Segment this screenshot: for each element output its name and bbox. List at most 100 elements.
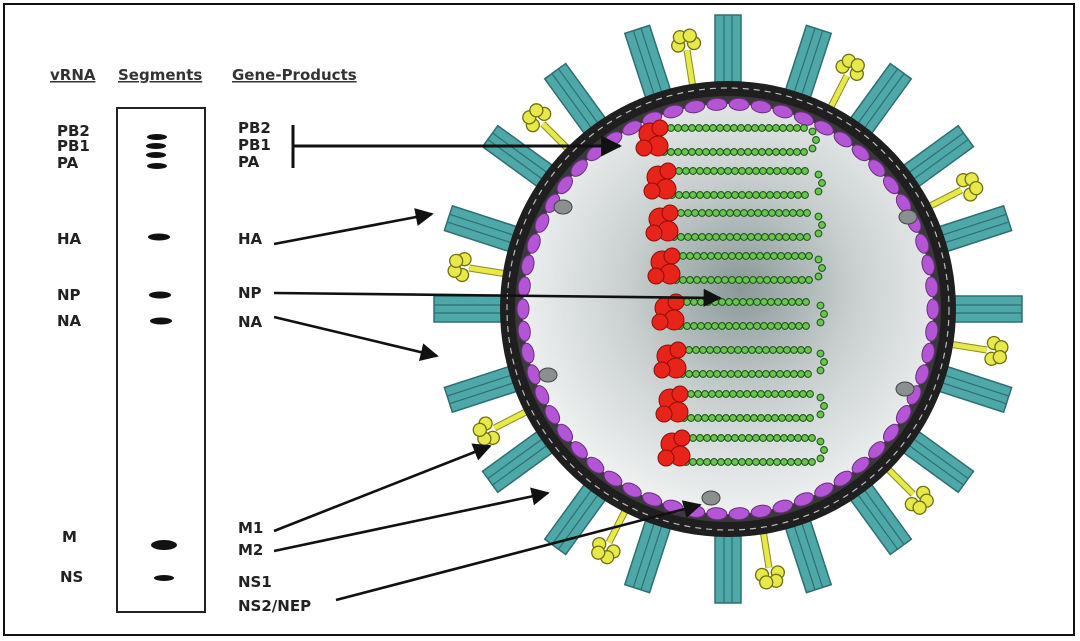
rna-bead [695, 124, 703, 132]
m1-oval [586, 456, 605, 474]
rna-bead [762, 370, 770, 378]
rna-bead [685, 370, 693, 378]
rna-bead [799, 390, 807, 398]
m1-protein [521, 254, 535, 276]
rna-bead [705, 233, 713, 241]
rna-bead [725, 298, 733, 306]
m1-oval [521, 342, 535, 364]
na-head [682, 28, 697, 43]
rna-bead [698, 233, 706, 241]
band-np [149, 291, 171, 299]
rna-bead [814, 187, 823, 196]
rna-bead [761, 233, 769, 241]
m1-oval [526, 233, 541, 254]
rna-bead [722, 390, 730, 398]
rna-bead [717, 191, 725, 199]
ha-body [714, 14, 742, 92]
m1-protein [921, 254, 935, 276]
rna-bead [705, 209, 713, 217]
m1-protein [684, 100, 706, 114]
ha-spike [714, 526, 742, 604]
rna-bead [785, 414, 793, 422]
envelope-bilayer-line [506, 87, 950, 531]
band-m [151, 540, 177, 550]
polymerase-subunit [659, 162, 677, 180]
rna-bead [697, 322, 705, 330]
rna-bead [797, 370, 805, 378]
m1-protein [706, 507, 728, 521]
virion-core [523, 104, 933, 514]
m1-protein [534, 213, 550, 233]
rna-bead [718, 322, 726, 330]
rna-bead [798, 276, 806, 284]
rna-bead [688, 148, 696, 156]
rna-bead [735, 252, 743, 260]
na-head [472, 422, 487, 437]
rna-bead [667, 148, 675, 156]
rna-bead [748, 346, 756, 354]
rna-bead [782, 233, 790, 241]
rna-bead [738, 191, 746, 199]
m1-oval [517, 320, 531, 342]
rna-bead [772, 148, 780, 156]
rna-bead [731, 191, 739, 199]
header-vrna: vRNA [50, 66, 96, 84]
m1-protein [662, 104, 684, 119]
rna-bead [739, 298, 747, 306]
na-head [992, 349, 1007, 365]
rna-bead [808, 127, 817, 136]
rna-bead [704, 298, 712, 306]
m1-oval [833, 131, 853, 148]
rna-bead [703, 191, 711, 199]
ha-stripe [790, 517, 816, 591]
rna-bead [800, 124, 808, 132]
rna-bead [710, 191, 718, 199]
product-label-pb1: PB1 [238, 136, 271, 154]
ha-stripe [632, 30, 658, 104]
polymerase-subunit [655, 405, 673, 423]
m1-oval [706, 97, 728, 111]
rna-bead [702, 124, 710, 132]
m1-oval [925, 320, 939, 342]
rna-bead [744, 148, 752, 156]
rna-bead [788, 298, 796, 306]
m1-oval [728, 507, 750, 521]
ha-stripe [906, 433, 969, 480]
rna-bead [695, 148, 703, 156]
rna-bead [750, 414, 758, 422]
rna-bead [736, 390, 744, 398]
ha-stripe [551, 482, 598, 545]
ha-stripe [933, 213, 1007, 239]
m1-oval [750, 100, 772, 114]
m1-oval [868, 159, 886, 177]
rna-bead [722, 414, 730, 422]
rna-bead [731, 167, 739, 175]
m1-oval [895, 405, 912, 425]
rna-bead [773, 167, 781, 175]
rna-bead [750, 390, 758, 398]
rna-bead [789, 209, 797, 217]
gel-bands [146, 134, 177, 581]
rna-bead [729, 414, 737, 422]
m1-oval [516, 298, 530, 320]
rna-bead [801, 191, 809, 199]
rna-bead [786, 148, 794, 156]
rna-bead [701, 414, 709, 422]
rna-bead [747, 209, 755, 217]
arrow-ns2 [335, 500, 702, 602]
rna-bead [682, 167, 690, 175]
rna-bead [717, 434, 725, 442]
rna-bead [719, 209, 727, 217]
rna-bead [745, 191, 753, 199]
rna-bead [700, 252, 708, 260]
rna-bead [742, 252, 750, 260]
rna-bead [689, 167, 697, 175]
rna-bead [733, 233, 741, 241]
m1-protein [882, 423, 900, 443]
m1-protein [544, 405, 561, 425]
m1-protein [915, 233, 930, 254]
rna-bead [749, 252, 757, 260]
rna-bead [704, 322, 712, 330]
rna-bead [694, 414, 702, 422]
m2-channel [538, 367, 558, 383]
